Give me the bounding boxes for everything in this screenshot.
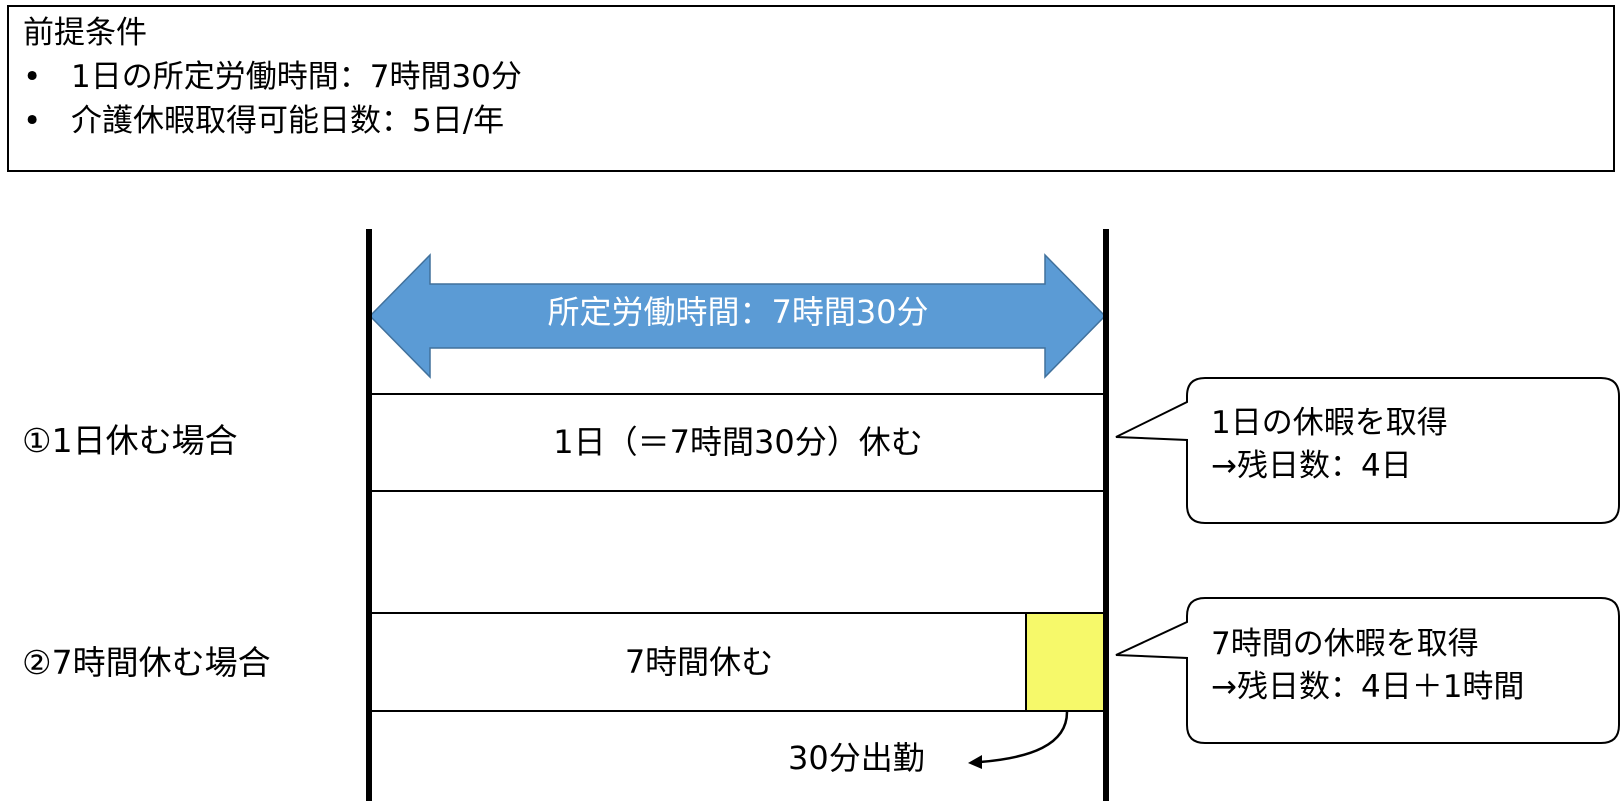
callout-1-shape <box>1115 377 1620 524</box>
working-hours-label: 所定労働時間：7時間30分 <box>547 293 929 331</box>
premise-item: • 1日の所定労働時間：7時間30分 <box>23 57 522 97</box>
callout-1-line-2: →残日数：4日 <box>1211 448 1412 484</box>
premise-item-text: 介護休暇取得可能日数：5日/年 <box>71 103 505 139</box>
callout-2-shape <box>1115 597 1620 744</box>
case1-bar-text: 1日（＝7時間30分）休む <box>553 423 923 461</box>
curved-arrow-icon <box>979 711 1069 764</box>
premise-item-text: 1日の所定労働時間：7時間30分 <box>71 59 522 95</box>
premise-item: • 介護休暇取得可能日数：5日/年 <box>23 101 504 141</box>
callout-1-line-1: 1日の休暇を取得 <box>1211 405 1448 441</box>
start-boundary-line <box>366 229 372 801</box>
end-boundary-line <box>1103 229 1109 801</box>
bullet-icon: • <box>23 59 42 95</box>
bullet-icon: • <box>23 103 42 139</box>
work-segment <box>1025 612 1106 712</box>
case2-bar <box>368 612 1106 712</box>
work-annotation: 30分出勤 <box>788 739 925 777</box>
premise-title: 前提条件 <box>23 15 147 51</box>
callout-2-line-2: →残日数：4日＋1時間 <box>1211 669 1525 705</box>
case2-label: ②7時間休む場合 <box>22 643 271 682</box>
premise-box: 前提条件 • 1日の所定労働時間：7時間30分 • 介護休暇取得可能日数：5日/年 <box>7 5 1615 172</box>
callout-2-line-1: 7時間の休暇を取得 <box>1211 626 1479 662</box>
case1-label: ①1日休む場合 <box>22 421 238 460</box>
case2-bar-text: 7時間休む <box>624 643 774 681</box>
arrowhead-icon <box>968 755 982 769</box>
case1-bar <box>368 393 1106 492</box>
